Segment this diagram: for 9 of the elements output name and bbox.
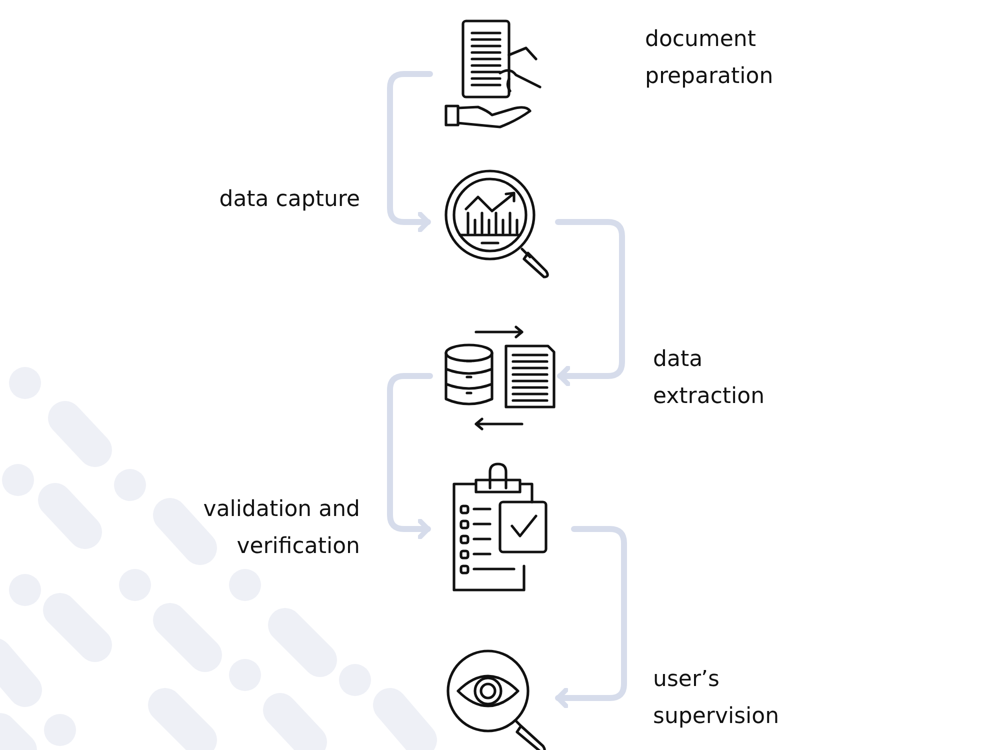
connector-arrow — [555, 526, 627, 708]
step-label: data capture — [218, 186, 360, 214]
step-label: data extraction — [653, 346, 766, 411]
step-label: validation and verification — [202, 496, 360, 561]
step-label: user’s supervision — [653, 666, 780, 731]
connector-arrow — [387, 373, 433, 540]
connector-arrow — [387, 71, 433, 232]
connector-arrow — [555, 219, 625, 386]
step-label: document preparation — [645, 26, 774, 91]
